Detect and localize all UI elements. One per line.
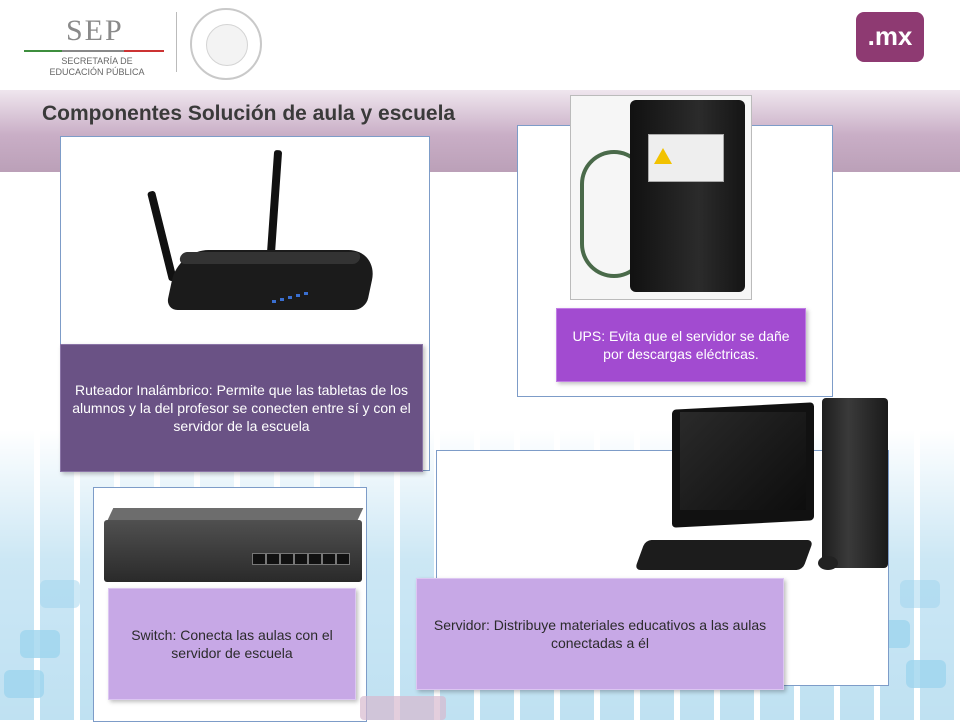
- header: SEP SECRETARÍA DE EDUCACIÓN PÚBLICA .mx: [0, 0, 960, 90]
- mx-badge: .mx: [856, 12, 924, 62]
- switch-image: [104, 520, 362, 582]
- router-led: [296, 294, 300, 297]
- decorative-strip: [360, 696, 446, 720]
- sep-logo-rule: [124, 50, 164, 52]
- sep-logo-rule: [24, 50, 62, 52]
- switch-port: [294, 553, 308, 565]
- switch-port: [266, 553, 280, 565]
- router-top: [178, 252, 362, 264]
- keyboard-image: [634, 540, 814, 570]
- ups-cable: [580, 150, 648, 278]
- router-led: [280, 298, 284, 301]
- warning-icon: [654, 148, 672, 164]
- tile: [906, 660, 946, 688]
- national-seal-icon: [190, 8, 262, 80]
- switch-port: [252, 553, 266, 565]
- page-title: Componentes Solución de aula y escuela: [42, 102, 456, 125]
- switch-port: [336, 553, 350, 565]
- switch-port: [308, 553, 322, 565]
- tile: [900, 580, 940, 608]
- mouse-image: [818, 556, 838, 570]
- sep-subtitle-line: EDUCACIÓN PÚBLICA: [49, 67, 145, 77]
- router-led: [288, 296, 292, 299]
- tile: [40, 580, 80, 608]
- sep-logo: SEP SECRETARÍA DE EDUCACIÓN PÚBLICA: [24, 14, 164, 80]
- ups-caption: UPS: Evita que el servidor se dañe por d…: [556, 308, 806, 382]
- router-caption: Ruteador Inalámbrico: Permite que las ta…: [60, 344, 423, 472]
- sep-subtitle-line: SECRETARÍA DE: [61, 56, 133, 66]
- sep-logo-letters: SEP: [66, 14, 124, 47]
- tile: [20, 630, 60, 658]
- switch-port: [322, 553, 336, 565]
- switch-caption: Switch: Conecta las aulas con el servido…: [108, 588, 356, 700]
- server-caption: Servidor: Distribuye materiales educativ…: [416, 578, 784, 690]
- server-tower-image: [822, 398, 888, 568]
- sep-logo-subtitle: SECRETARÍA DE EDUCACIÓN PÚBLICA: [42, 56, 152, 78]
- seal-emblem: [206, 24, 248, 66]
- ups-body: [630, 100, 745, 292]
- decorative-tiles: [0, 560, 960, 720]
- switch-port: [280, 553, 294, 565]
- tile: [4, 670, 44, 698]
- header-divider: [176, 12, 177, 72]
- router-led: [272, 300, 276, 303]
- monitor-screen: [680, 412, 806, 510]
- ups-warning-label: [648, 134, 724, 182]
- router-led: [304, 292, 308, 295]
- sep-logo-rule: [62, 50, 124, 52]
